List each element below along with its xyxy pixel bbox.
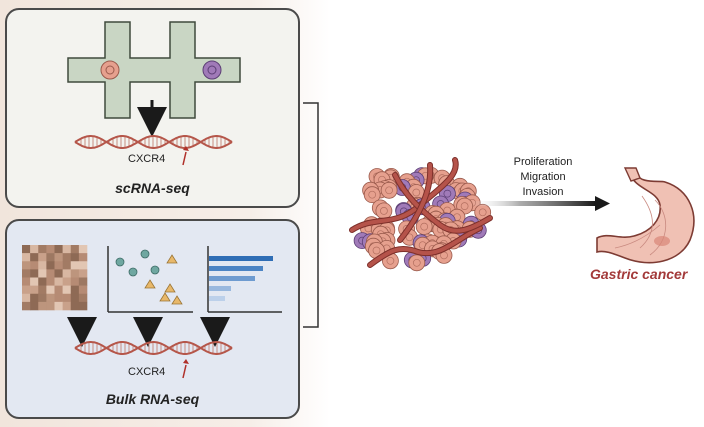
gene-label-top: CXCR4 <box>128 153 166 165</box>
gene-label-bottom: CXCR4 <box>128 366 166 378</box>
dna-helix-icon <box>74 341 233 355</box>
heatmap-icon <box>22 245 88 311</box>
dna-helix-icon <box>74 135 233 149</box>
bracket <box>303 102 319 328</box>
phenotype-proliferation: Proliferation <box>513 156 573 168</box>
phenotype-invasion: Invasion <box>522 186 564 198</box>
bar-chart-icon <box>207 246 282 313</box>
scatter-plot-icon <box>107 246 193 313</box>
cxcr4-up-arrow <box>182 364 187 379</box>
cxcr4-up-arrow <box>182 151 187 166</box>
panel-title-top: scRNA-seq <box>115 180 190 196</box>
tumor-cluster-icon <box>349 157 493 272</box>
phenotype-migration: Migration <box>520 171 566 183</box>
microfluidic-chip-icon <box>67 21 241 119</box>
progression-arrow <box>470 196 610 211</box>
stomach-icon <box>596 167 695 264</box>
panel-title-bottom: Bulk RNA-seq <box>105 391 200 407</box>
gastric-cancer-label: Gastric cancer <box>590 266 688 282</box>
